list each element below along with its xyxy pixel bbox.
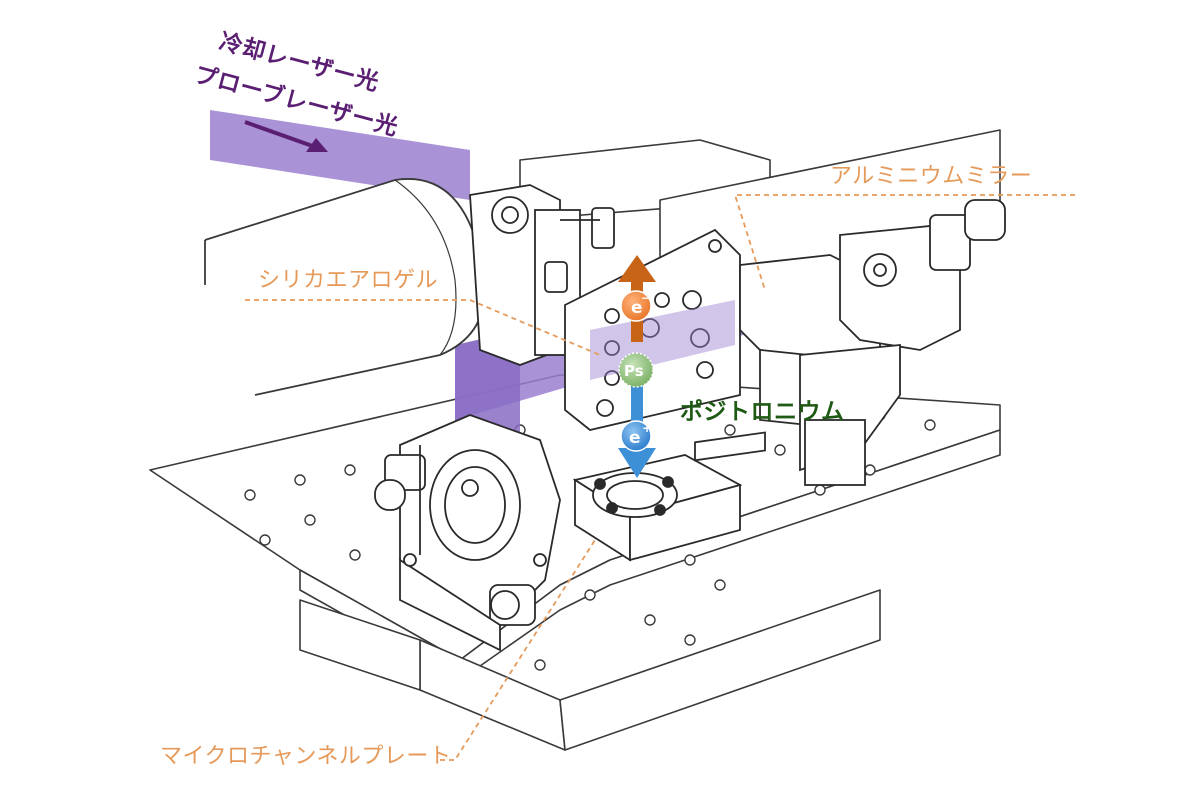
electron-particle: e −	[620, 290, 652, 322]
label-mcp: マイクロチャンネルプレート	[160, 744, 452, 769]
mirror-mount	[739, 199, 1006, 486]
positron-charge: +	[642, 421, 652, 435]
leader-lines	[245, 194, 1075, 761]
leader-aluminum-mirror	[733, 194, 1075, 291]
electron-charge: −	[641, 291, 651, 305]
positronium-particle: Ps	[618, 352, 654, 388]
label-aluminum-mirror: アルミニウムミラー	[830, 164, 1033, 189]
upper-left-mount	[469, 184, 615, 366]
beam-direction-arrow	[244, 120, 328, 152]
label-positronium: ポジトロニウム	[680, 399, 845, 425]
lower-left-mount	[374, 414, 561, 652]
label-silica-aerogel: シリカエアロゲル	[258, 268, 439, 293]
leader-silica-aerogel	[245, 299, 601, 356]
aerogel-plate	[564, 228, 741, 431]
positronium-symbol: Ps	[624, 362, 644, 380]
electron-symbol: e	[631, 298, 643, 318]
leader-mcp	[440, 539, 596, 761]
positron-symbol: e	[629, 428, 641, 448]
positron-particle: e +	[620, 420, 652, 452]
mcp-holder	[572, 431, 766, 562]
